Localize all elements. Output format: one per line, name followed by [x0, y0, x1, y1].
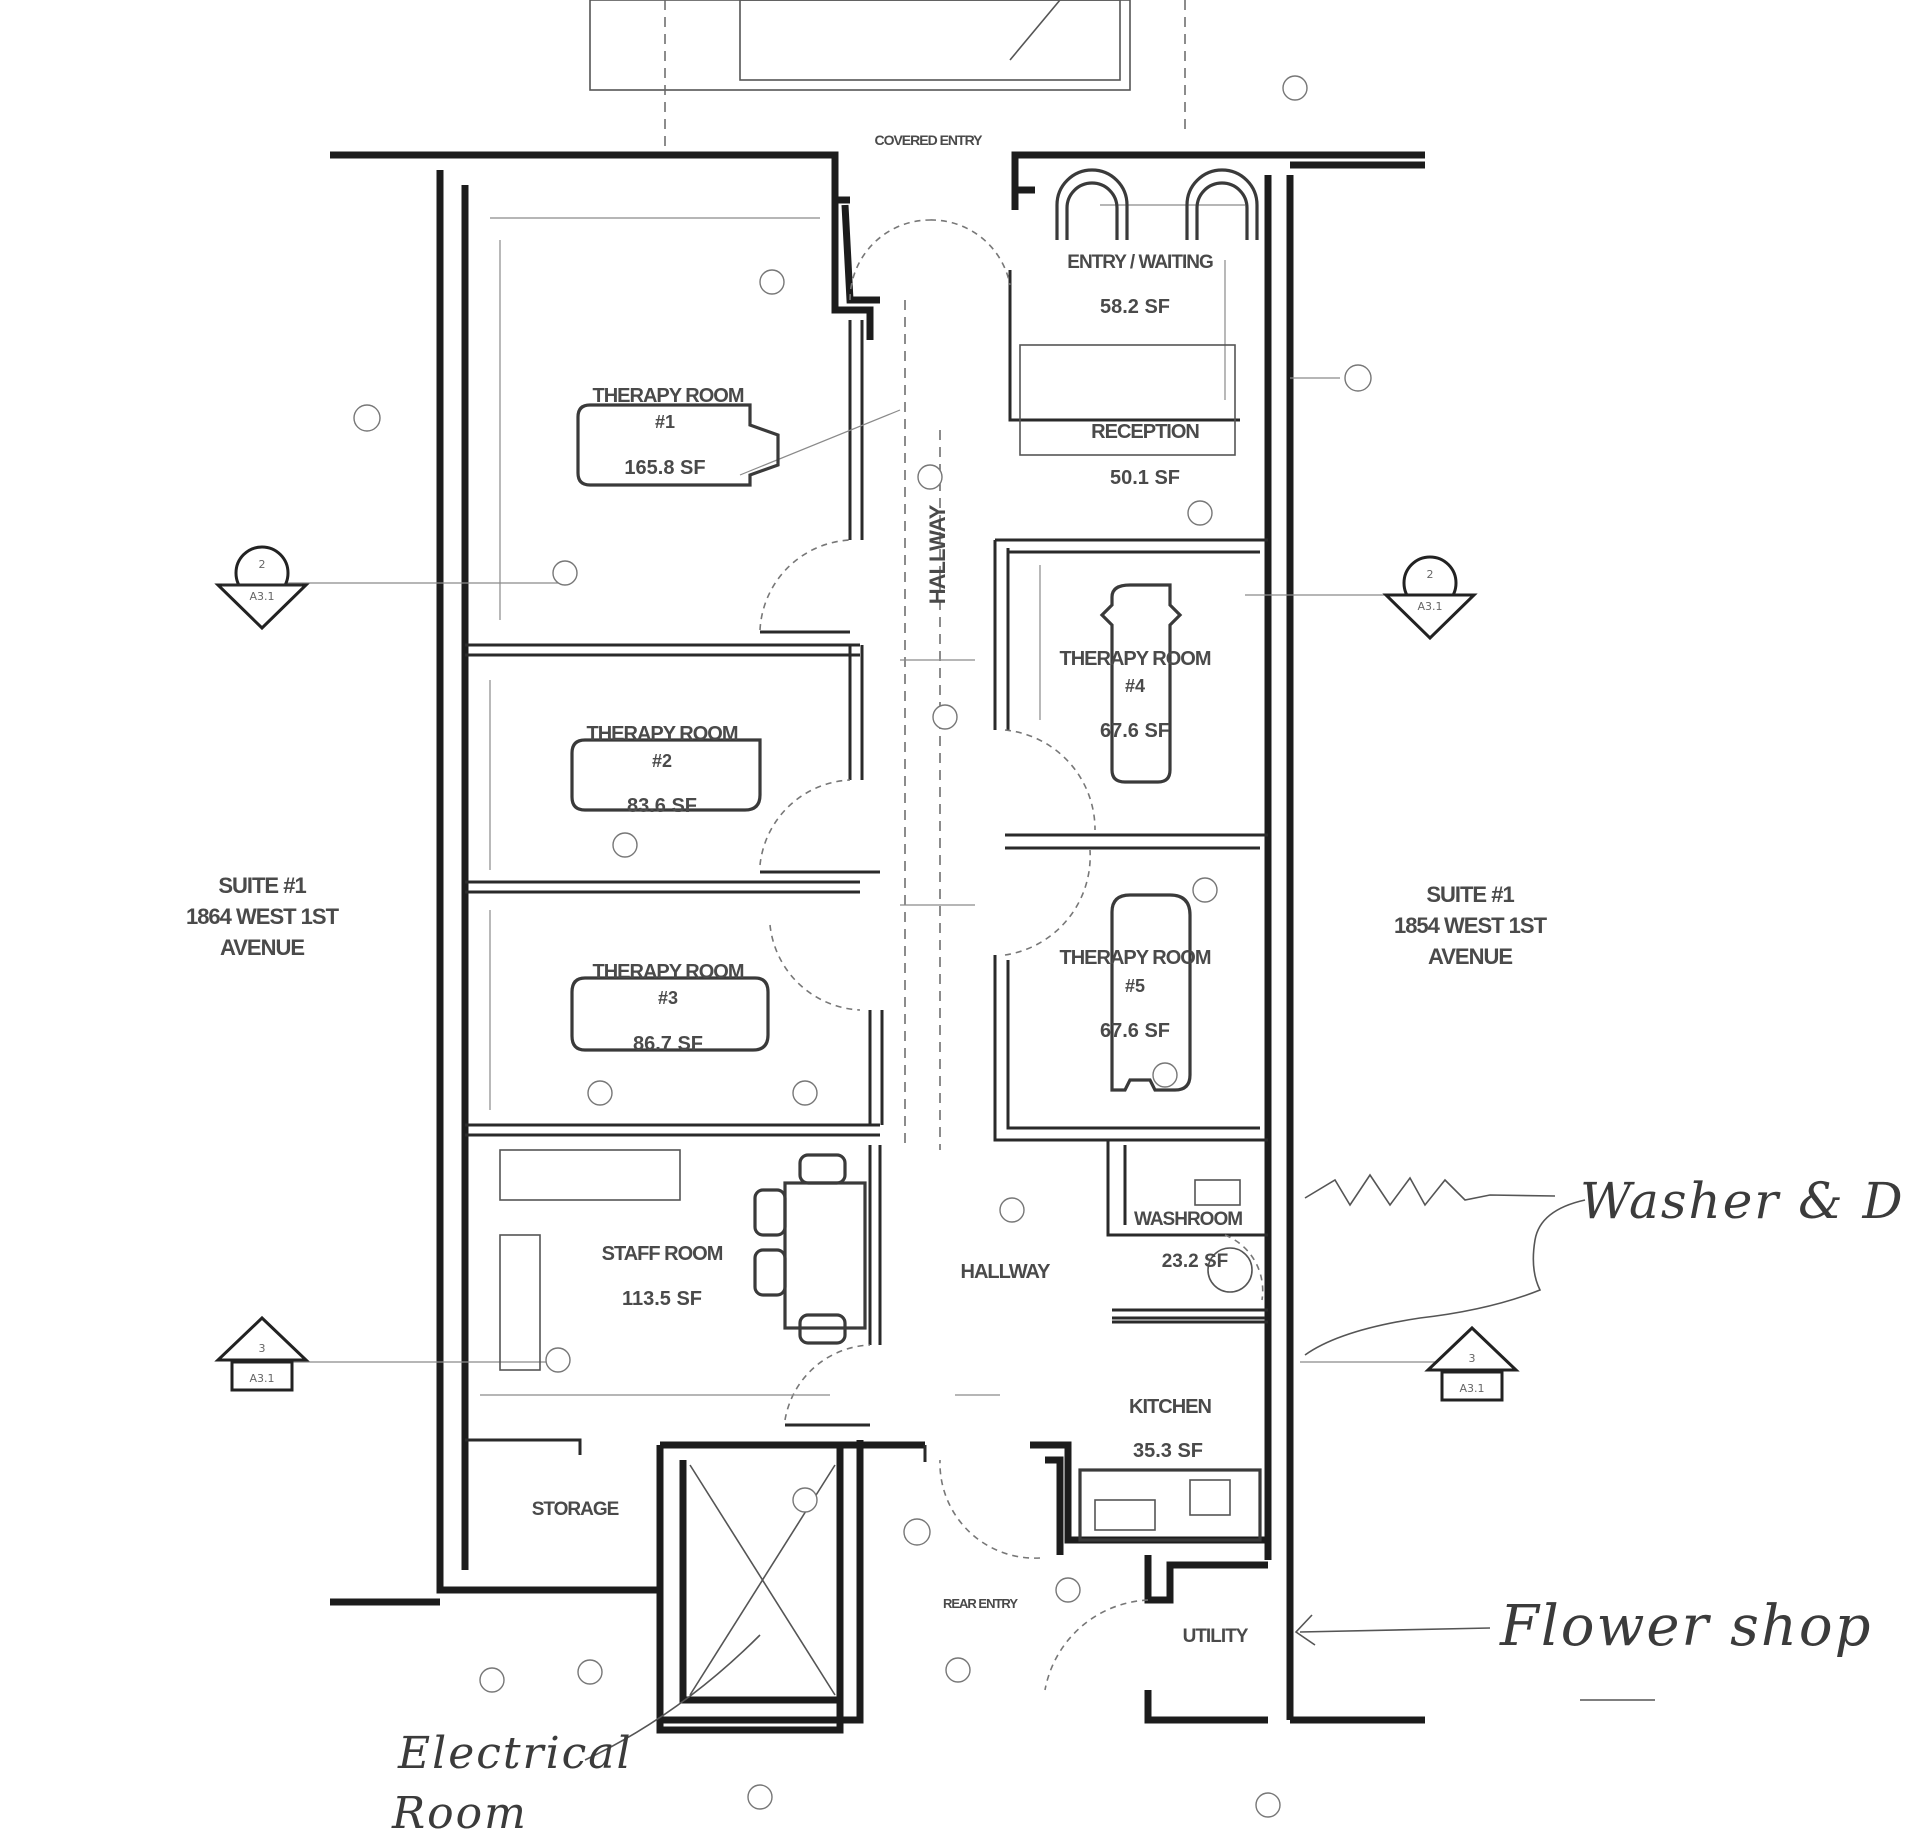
door-swings: [759, 219, 1265, 1691]
reception-area: 50.1 SF: [1110, 467, 1180, 489]
svg-text:2: 2: [1427, 568, 1434, 581]
section-marker-right-lower: 3 A3.1: [1424, 1325, 1520, 1402]
reception-label: RECEPTION: [1091, 421, 1199, 443]
keynote-tags: [353, 75, 1372, 1818]
kitchen-label: KITCHEN: [1129, 1396, 1211, 1418]
svg-text:A3.1: A3.1: [1417, 600, 1442, 613]
therapy-2-number: #2: [652, 751, 672, 771]
washroom-label: WASHROOM: [1134, 1209, 1242, 1230]
handwritten-annotations: Washer & D Flower shop Electrical Room: [391, 1172, 1905, 1839]
rear-entry-label: REAR ENTRY: [943, 1596, 1018, 1611]
covered-entry-label: COVERED ENTRY: [874, 132, 983, 148]
section-marker-right-upper: 2 A3.1: [1382, 555, 1478, 641]
svg-text:2: 2: [259, 558, 266, 571]
section-marker-left-lower: 3 A3.1: [214, 1315, 310, 1392]
entry-waiting-area: 58.2 SF: [1100, 296, 1170, 318]
staff-room-label: STAFF ROOM: [602, 1243, 723, 1265]
therapy-5-label: THERAPY ROOM: [1060, 947, 1211, 969]
svg-text:A3.1: A3.1: [249, 1372, 274, 1385]
room-labels: COVERED ENTRY ENTRY / WAITING 58.2 SF RE…: [532, 132, 1250, 1647]
therapy-4-label: THERAPY ROOM: [1060, 648, 1211, 670]
electrical-room-note-line2: Room: [391, 1788, 528, 1839]
therapy-5-area: 67.6 SF: [1100, 1020, 1170, 1042]
therapy-3-number: #3: [658, 988, 678, 1008]
staff-room-area: 113.5 SF: [622, 1288, 702, 1310]
utility-label: UTILITY: [1183, 1626, 1249, 1647]
svg-text:1854 WEST 1ST: 1854 WEST 1ST: [1394, 913, 1548, 938]
svg-text:AVENUE: AVENUE: [220, 935, 304, 960]
therapy-1-area: 165.8 SF: [624, 457, 705, 479]
dimension-lines: [240, 204, 1470, 1396]
neighbor-suite-left: SUITE #1 1864 WEST 1ST AVENUE: [186, 873, 341, 960]
washer-note: Washer & D: [1580, 1172, 1905, 1230]
svg-text:1864 WEST 1ST: 1864 WEST 1ST: [186, 904, 340, 929]
neighbor-suite-right: SUITE #1 1854 WEST 1ST AVENUE: [1394, 882, 1549, 969]
flower-shop-note: Flower shop: [1499, 1594, 1873, 1659]
svg-text:3: 3: [259, 1342, 266, 1355]
hallway-upper-label: HALLWAY: [925, 504, 950, 604]
svg-text:A3.1: A3.1: [1459, 1382, 1484, 1395]
therapy-4-number: #4: [1125, 676, 1145, 696]
therapy-2-area: 83.6 SF: [627, 795, 697, 817]
svg-text:AVENUE: AVENUE: [1428, 944, 1512, 969]
therapy-5-number: #5: [1125, 976, 1145, 996]
hallway-lower-label: HALLWAY: [961, 1261, 1052, 1283]
svg-text:3: 3: [1469, 1352, 1476, 1365]
electrical-room-note-line1: Electrical: [397, 1728, 633, 1779]
storage-label: STORAGE: [532, 1499, 619, 1520]
therapy-3-area: 86.7 SF: [633, 1033, 703, 1055]
svg-text:SUITE #1: SUITE #1: [1426, 882, 1514, 907]
therapy-2-label: THERAPY ROOM: [587, 723, 738, 745]
svg-text:SUITE #1: SUITE #1: [218, 873, 306, 898]
section-marker-left-upper: 2 A3.1: [214, 545, 310, 631]
washroom-area: 23.2 SF: [1162, 1251, 1229, 1272]
kitchen-area: 35.3 SF: [1133, 1440, 1203, 1462]
entry-waiting-label: ENTRY / WAITING: [1067, 252, 1213, 273]
therapy-4-area: 67.6 SF: [1100, 720, 1170, 742]
therapy-1-number: #1: [655, 412, 675, 432]
hallway-centerline: [900, 300, 1000, 1396]
covered-entry-context: [589, 0, 1186, 150]
therapy-1-label: THERAPY ROOM: [593, 385, 744, 407]
svg-text:A3.1: A3.1: [249, 590, 274, 603]
therapy-3-label: THERAPY ROOM: [593, 961, 744, 983]
